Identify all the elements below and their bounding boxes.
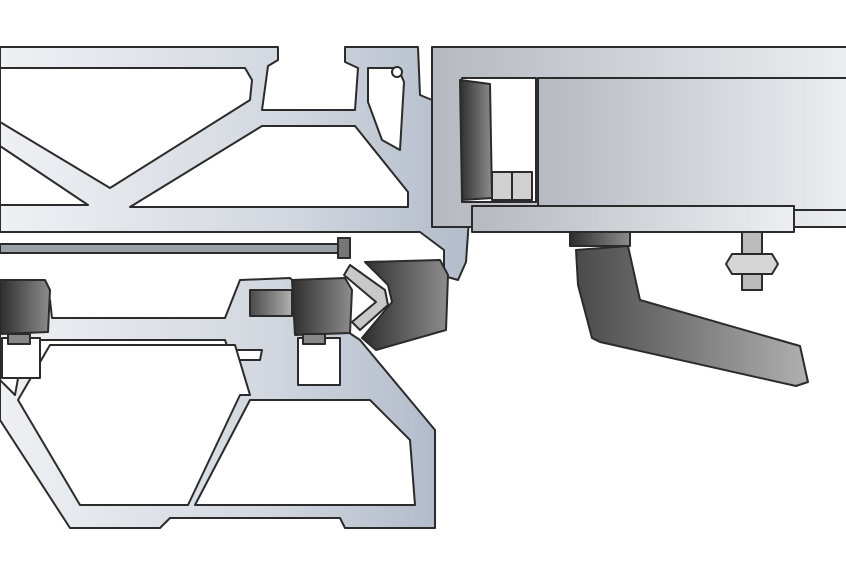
lower-hollow-right <box>194 399 416 506</box>
upper-hollow-top <box>0 67 253 189</box>
adjust-screw <box>249 289 293 317</box>
lower-profile <box>0 277 436 529</box>
angle-bracket <box>343 264 389 331</box>
hex-nut-1 <box>491 171 513 201</box>
right-panel <box>431 46 846 233</box>
lower-slot-center <box>297 337 341 386</box>
hex-nut-2 <box>511 171 533 201</box>
upper-hollow-center <box>129 125 409 208</box>
center-clamp-block <box>291 277 353 336</box>
upper-profile <box>0 46 471 281</box>
panel-base-plate <box>471 205 795 233</box>
screw-channel-icon <box>391 66 403 78</box>
lower-hollow-main <box>17 344 251 506</box>
center-block-foot <box>302 333 326 345</box>
bolt-hex-nut <box>725 253 779 275</box>
rod-end-clip <box>337 237 351 259</box>
tension-rod <box>0 243 351 254</box>
clamping-lever <box>575 245 809 387</box>
panel-bracket <box>459 79 493 201</box>
left-block-foot <box>7 333 31 345</box>
left-clamp-block <box>0 279 51 335</box>
right-grip-block <box>361 259 449 351</box>
upper-hollow-left <box>0 145 89 206</box>
lever-nut <box>569 231 631 247</box>
